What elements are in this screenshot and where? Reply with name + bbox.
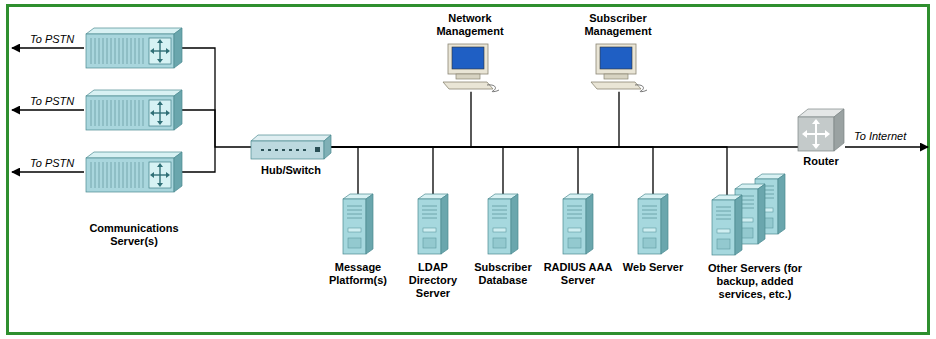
link-label: To PSTN bbox=[28, 95, 76, 108]
network-link bbox=[331, 92, 471, 147]
server-icon bbox=[561, 193, 595, 255]
network-link bbox=[331, 147, 358, 194]
router-icon bbox=[798, 109, 844, 151]
node-label: Hub/Switch bbox=[250, 164, 332, 177]
management-station: Subscriber Management bbox=[570, 12, 666, 92]
network-link bbox=[331, 146, 798, 147]
server-icon bbox=[636, 193, 670, 255]
node-label: Message Platform(s) bbox=[318, 261, 398, 287]
server-icon bbox=[416, 193, 450, 255]
network-link bbox=[182, 110, 251, 147]
network-link bbox=[331, 147, 727, 195]
server-icon bbox=[341, 193, 375, 255]
node-label: Router bbox=[795, 155, 847, 168]
node-label: Subscriber Database bbox=[463, 261, 543, 287]
router: Router bbox=[795, 109, 847, 168]
link-label: To Internet bbox=[852, 130, 908, 143]
link-label: To PSTN bbox=[28, 33, 76, 46]
network-link bbox=[331, 147, 503, 194]
node-label: LDAP Directory Server bbox=[393, 261, 473, 300]
node-label: Communications Server(s) bbox=[84, 222, 184, 248]
network-link bbox=[331, 147, 578, 194]
node-label: RADIUS AAA Server bbox=[538, 261, 618, 287]
node-label: Subscriber Management bbox=[570, 12, 666, 38]
server: Message Platform(s) bbox=[318, 193, 398, 287]
hub-switch: Hub/Switch bbox=[250, 135, 332, 177]
pstn-arrow bbox=[12, 171, 84, 172]
server: RADIUS AAA Server bbox=[538, 193, 618, 287]
link-label: To PSTN bbox=[28, 157, 76, 170]
network-link bbox=[331, 92, 619, 147]
server-icon bbox=[486, 193, 520, 255]
server: Subscriber Database bbox=[463, 193, 543, 287]
pstn-arrow bbox=[12, 47, 84, 48]
management-station: Network Management bbox=[422, 12, 518, 92]
node-label: Network Management bbox=[422, 12, 518, 38]
computer-icon bbox=[588, 44, 648, 92]
network-link bbox=[331, 147, 653, 194]
communications-server: Communications Server(s) bbox=[84, 28, 184, 248]
pstn-arrow bbox=[12, 109, 84, 110]
network-link bbox=[331, 147, 433, 194]
hub-icon bbox=[251, 135, 331, 159]
server-stack-icon bbox=[707, 173, 803, 257]
node-label: Other Servers (for backup, added service… bbox=[707, 262, 803, 301]
server: LDAP Directory Server bbox=[393, 193, 473, 300]
communications-server-icon bbox=[86, 28, 182, 194]
server-group: Other Servers (for backup, added service… bbox=[707, 173, 803, 301]
internet-arrow bbox=[845, 146, 928, 147]
computer-icon bbox=[440, 44, 500, 92]
server: Web Server bbox=[613, 193, 693, 274]
node-label: Web Server bbox=[613, 261, 693, 274]
